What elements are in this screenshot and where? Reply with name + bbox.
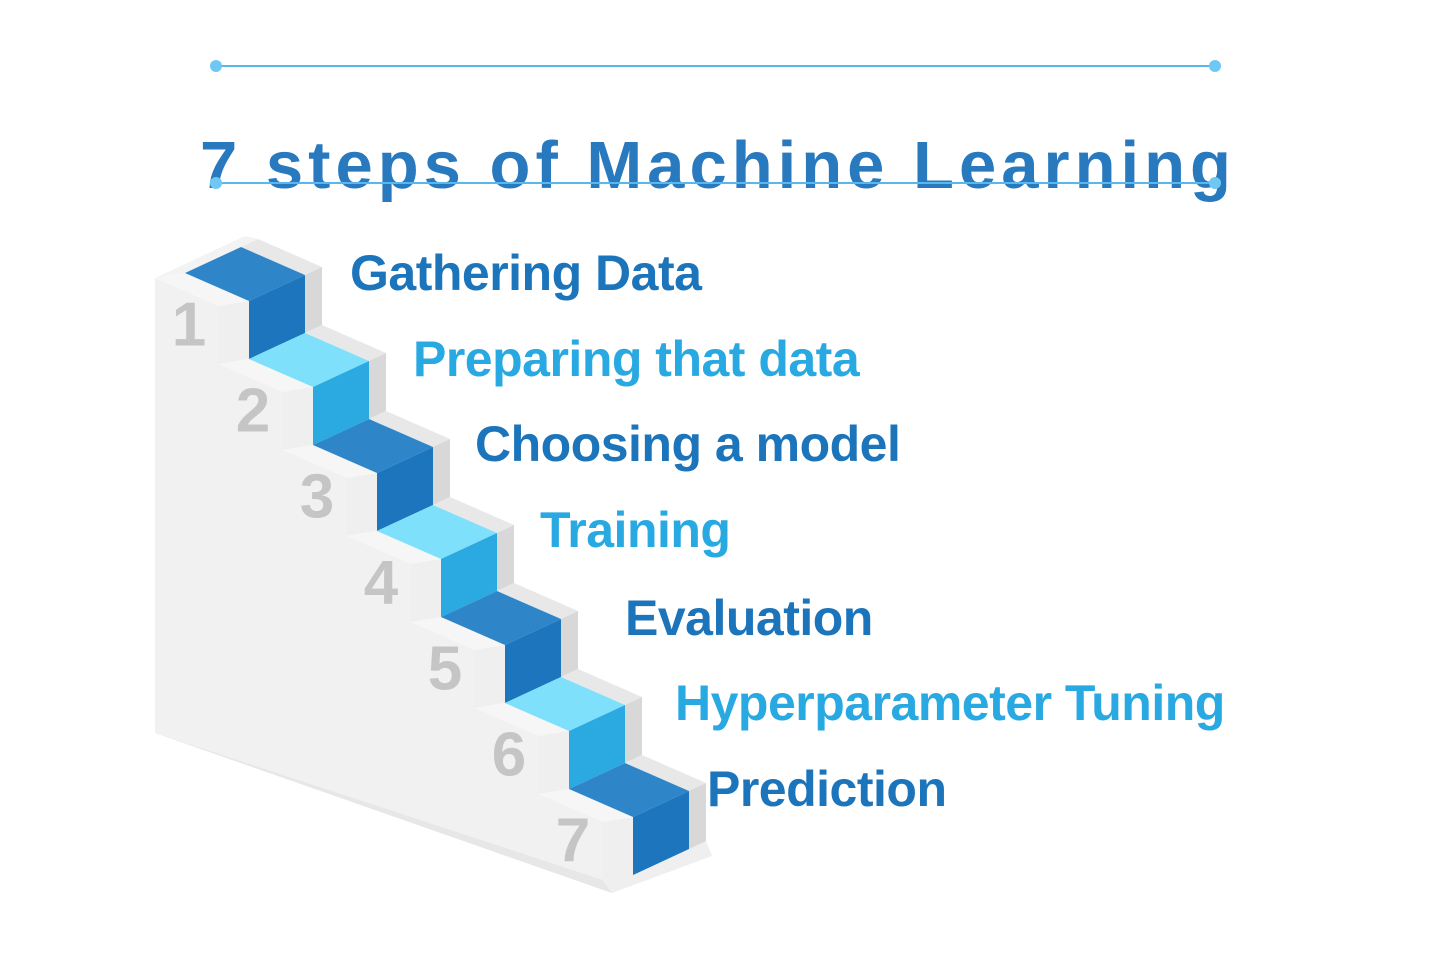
step-1-tread [185, 247, 305, 301]
step-4-tread [377, 505, 497, 559]
step-3-riser-far-edge [433, 439, 450, 505]
step-2-tread-far-edge [305, 325, 386, 361]
step-label-choosing-a-model: Choosing a model [475, 416, 901, 472]
step-number-7: 7 [555, 806, 591, 876]
rule-dot-icon [1209, 60, 1221, 72]
step-4-riser-near-edge [411, 559, 441, 622]
step-label-hyperparameter-tuning: Hyperparameter Tuning [675, 675, 1225, 731]
step-6-riser-far-edge [625, 697, 642, 763]
step-2-tread-near-edge [219, 359, 313, 392]
step-number-2: 2 [235, 376, 271, 446]
step-1-top-ledge [155, 236, 258, 278]
step-1-riser-far-edge [305, 267, 322, 333]
step-label-prediction: Prediction [707, 761, 947, 817]
step-4-riser [441, 533, 497, 617]
step-1-tread-near-edge [155, 273, 249, 306]
rule-dot-icon [1209, 177, 1221, 189]
step-2-tread [249, 333, 369, 387]
step-4-tread-far-edge [433, 497, 514, 533]
step-7-tread [569, 763, 689, 817]
step-1-tread-far-edge [241, 239, 322, 275]
step-5-tread-far-edge [497, 583, 578, 619]
step-3-tread [313, 419, 433, 473]
step-number-1: 1 [171, 290, 207, 360]
title-rule-top [210, 60, 1221, 72]
step-2-riser-far-edge [369, 353, 386, 419]
staircase-base-edge [155, 733, 612, 893]
title-rule-bottom [210, 177, 1221, 189]
step-6-tread [505, 677, 625, 731]
step-number-5: 5 [427, 634, 463, 704]
step-3-riser [377, 447, 433, 531]
step-label-training: Training [540, 502, 731, 558]
step-6-tread-near-edge [475, 703, 569, 736]
page-title: 7 steps of Machine Learning [200, 127, 1236, 203]
step-6-tread-far-edge [561, 669, 642, 705]
step-7-riser [633, 791, 689, 875]
step-number-6: 6 [491, 720, 527, 790]
step-7-tread-near-edge [539, 789, 633, 822]
step-number-3: 3 [299, 462, 335, 532]
staircase-base-front [603, 841, 712, 893]
step-5-riser-far-edge [561, 611, 578, 677]
step-2-riser [313, 361, 369, 445]
step-1-riser-near-edge [219, 301, 249, 364]
rule-dot-icon [210, 60, 222, 72]
rule-dot-icon [210, 177, 222, 189]
step-5-tread [441, 591, 561, 645]
step-3-tread-near-edge [283, 445, 377, 478]
step-1-riser [249, 275, 305, 359]
step-2-riser-near-edge [283, 387, 313, 450]
step-4-riser-far-edge [497, 525, 514, 591]
step-label-preparing-that-data: Preparing that data [413, 331, 860, 387]
step-label-evaluation: Evaluation [625, 590, 873, 646]
step-6-riser [569, 705, 625, 789]
step-5-tread-near-edge [411, 617, 505, 650]
step-3-riser-near-edge [347, 473, 377, 536]
step-5-riser [505, 619, 561, 703]
step-7-riser-far-edge [689, 783, 706, 849]
step-3-tread-far-edge [369, 411, 450, 447]
step-number-4: 4 [363, 548, 399, 618]
step-4-tread-near-edge [347, 531, 441, 564]
step-7-tread-far-edge [625, 755, 706, 791]
step-7-riser-near-edge [603, 817, 633, 880]
step-5-riser-near-edge [475, 645, 505, 708]
staircase-side-wall [155, 278, 612, 893]
step-label-gathering-data: Gathering Data [350, 245, 702, 301]
step-6-riser-near-edge [539, 731, 569, 794]
